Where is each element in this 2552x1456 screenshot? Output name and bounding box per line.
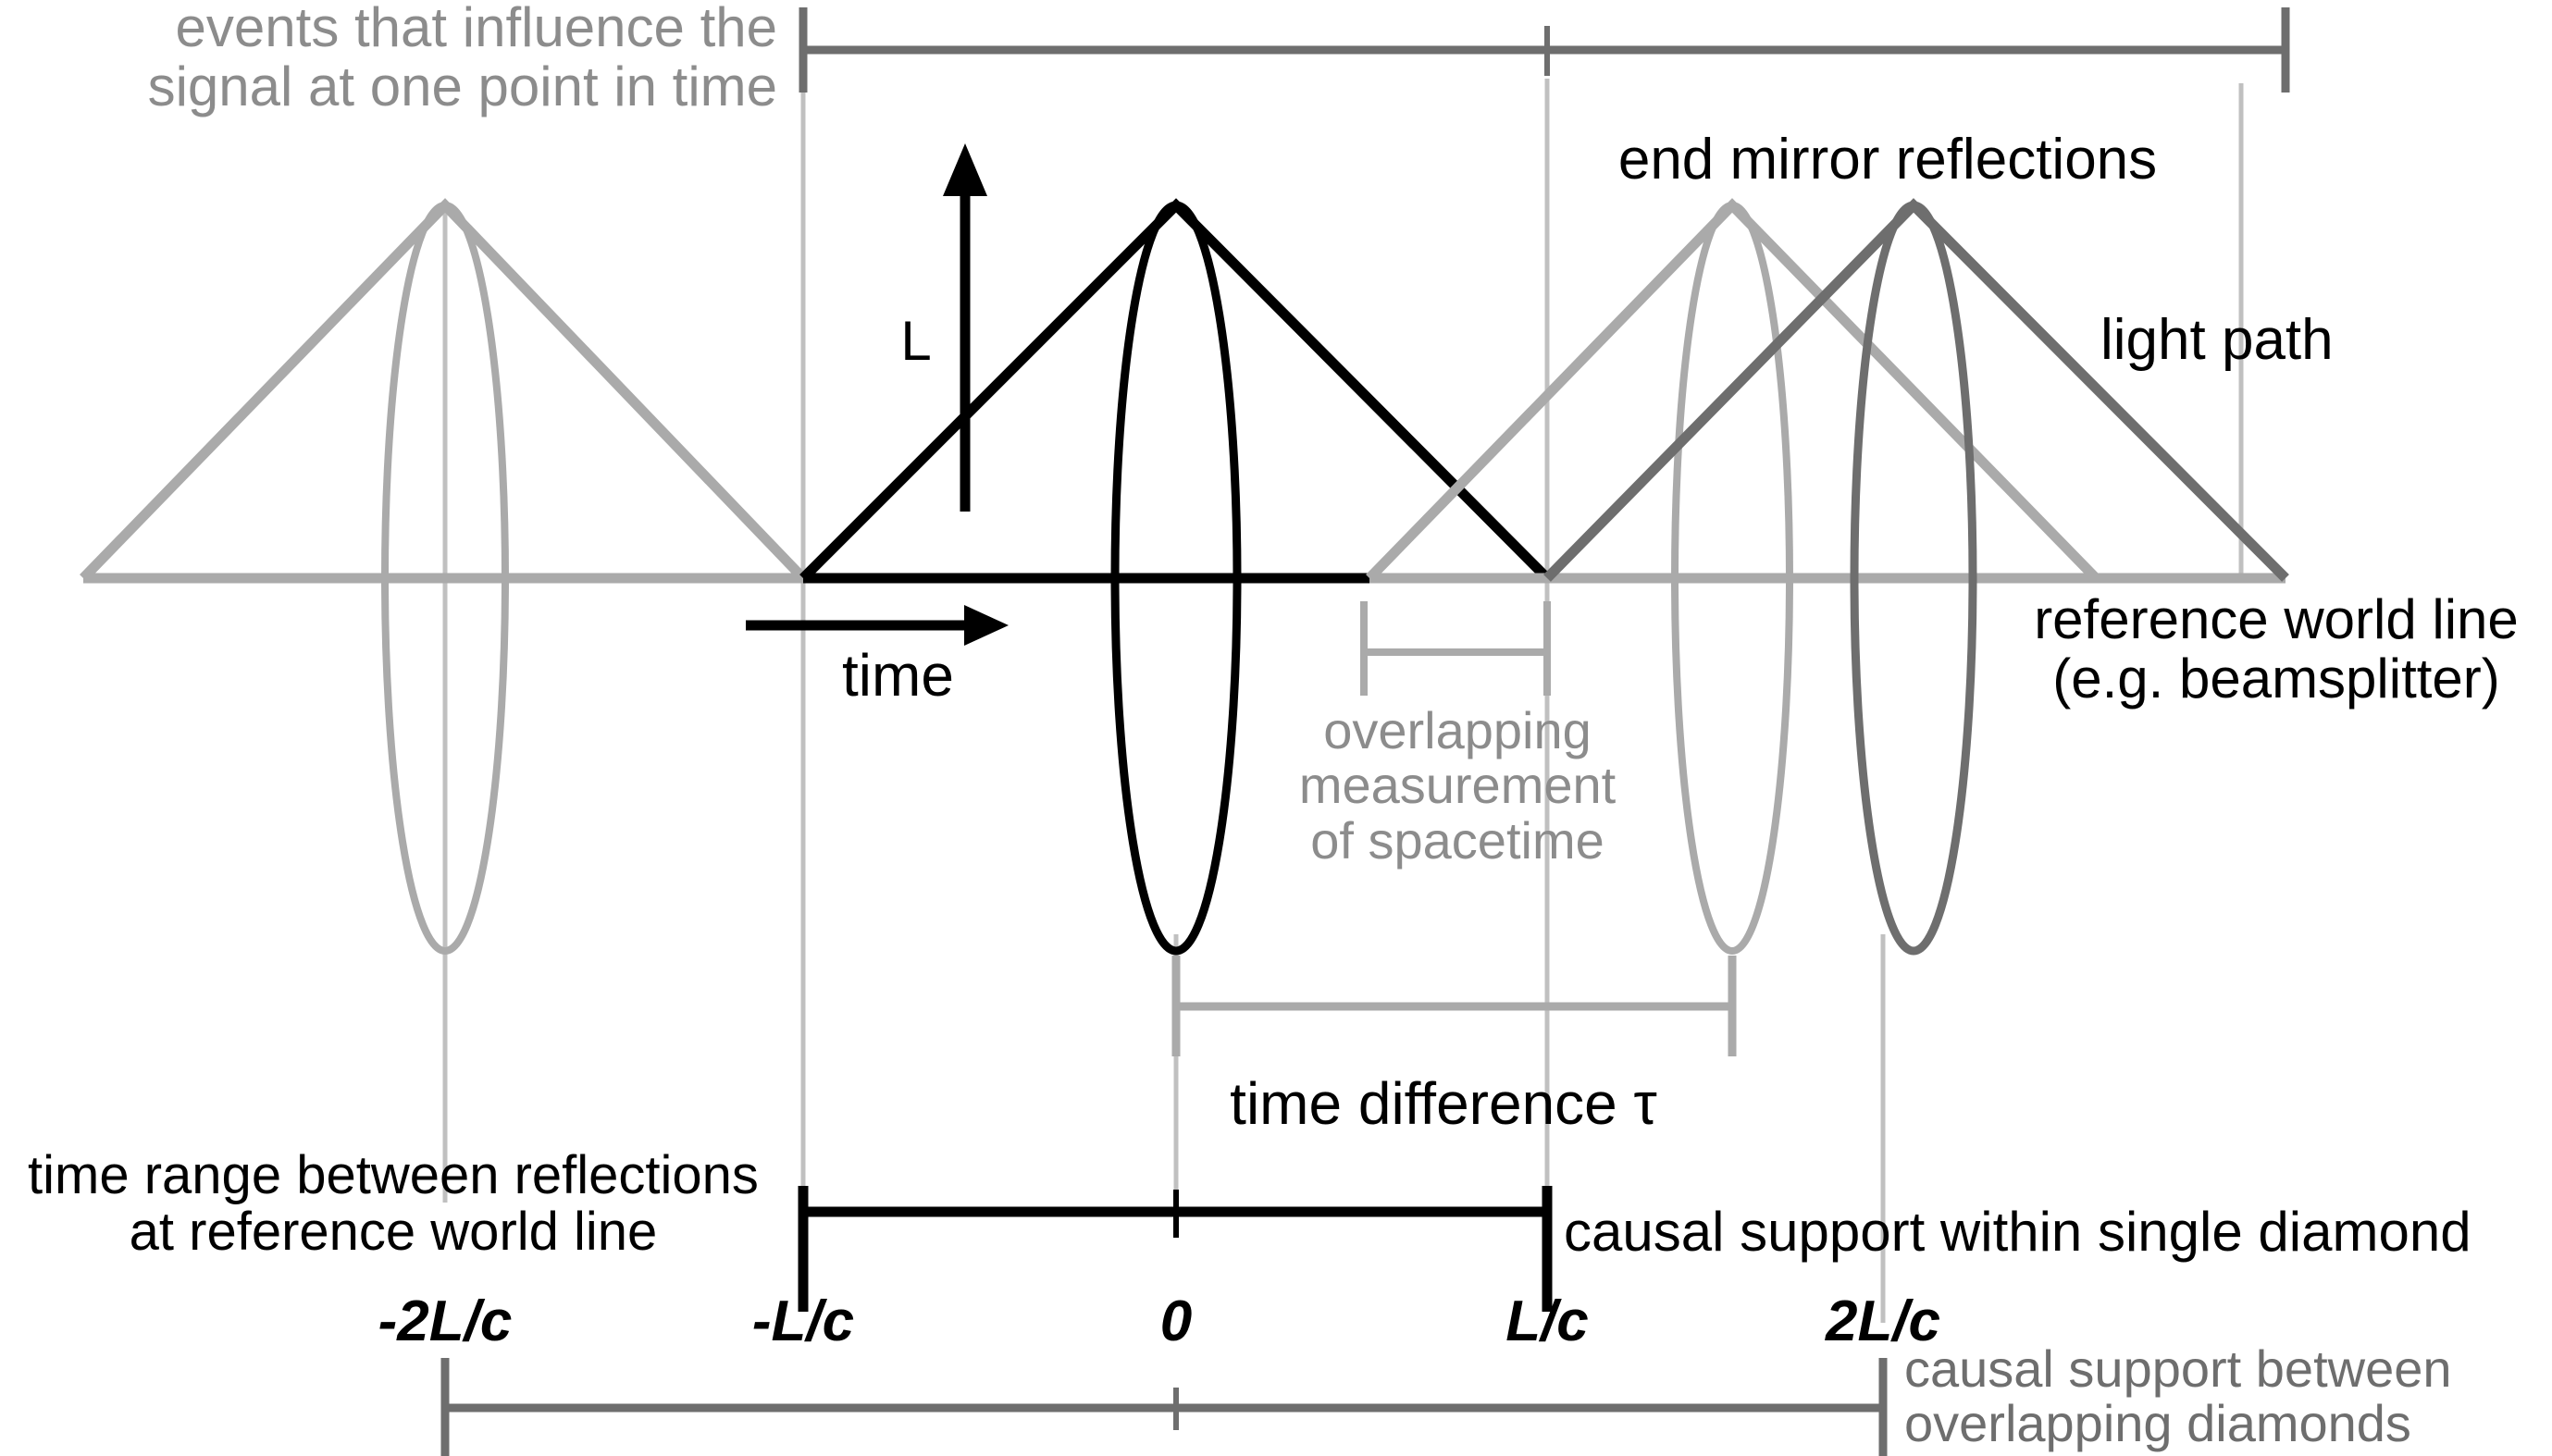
causal-ellipse-left [381, 202, 509, 955]
label-time-difference: time difference τ [1230, 1070, 1657, 1137]
time-arrow [746, 605, 1009, 646]
bracket-events-influence [799, 7, 2290, 93]
label-light-path: light path [2100, 308, 2334, 372]
causal-ellipse-dark-right [1850, 201, 1977, 956]
tick-label-negLc: -L/c [751, 1289, 855, 1353]
causal-ellipse-black [1110, 201, 1242, 956]
label-reference-world-line: reference world line (e.g. beamsplitter) [2034, 588, 2519, 709]
label-causal-support-between: causal support between overlapping diamo… [1904, 1339, 2452, 1453]
bracket-causal-between [440, 1358, 1888, 1456]
label-time-range: time range between reflections at refere… [28, 1145, 759, 1263]
tick-label-neg2Lc: -2L/c [378, 1289, 513, 1353]
label-length-L: L [900, 310, 932, 372]
tick-label-2Lc: 2L/c [1825, 1289, 1941, 1353]
causal-ellipse-light-right [1671, 202, 1793, 955]
label-time-axis: time [842, 642, 954, 709]
label-overlapping-measurement: overlapping measurement of spacetime [1298, 701, 1617, 870]
length-arrow [943, 143, 987, 512]
time-arrow-head [964, 605, 1009, 646]
bracket-causal-single [798, 1186, 1553, 1312]
label-end-mirror-reflections: end mirror reflections [1617, 128, 2158, 191]
bracket-time-difference [1171, 956, 1737, 1056]
diamond-dark-right [1543, 198, 2289, 956]
bracket-overlapping-measurement [1360, 601, 1551, 696]
diamond-light-right [1366, 198, 2286, 955]
tick-label-Lc: L/c [1505, 1289, 1589, 1353]
tick-label-zero: 0 [1159, 1289, 1193, 1353]
label-causal-support-single: causal support within single diamond [1564, 1201, 2471, 1263]
light-cone-black [799, 198, 1551, 582]
label-events-influence: events that influence the signal at one … [147, 0, 777, 117]
length-arrow-head [943, 143, 987, 196]
